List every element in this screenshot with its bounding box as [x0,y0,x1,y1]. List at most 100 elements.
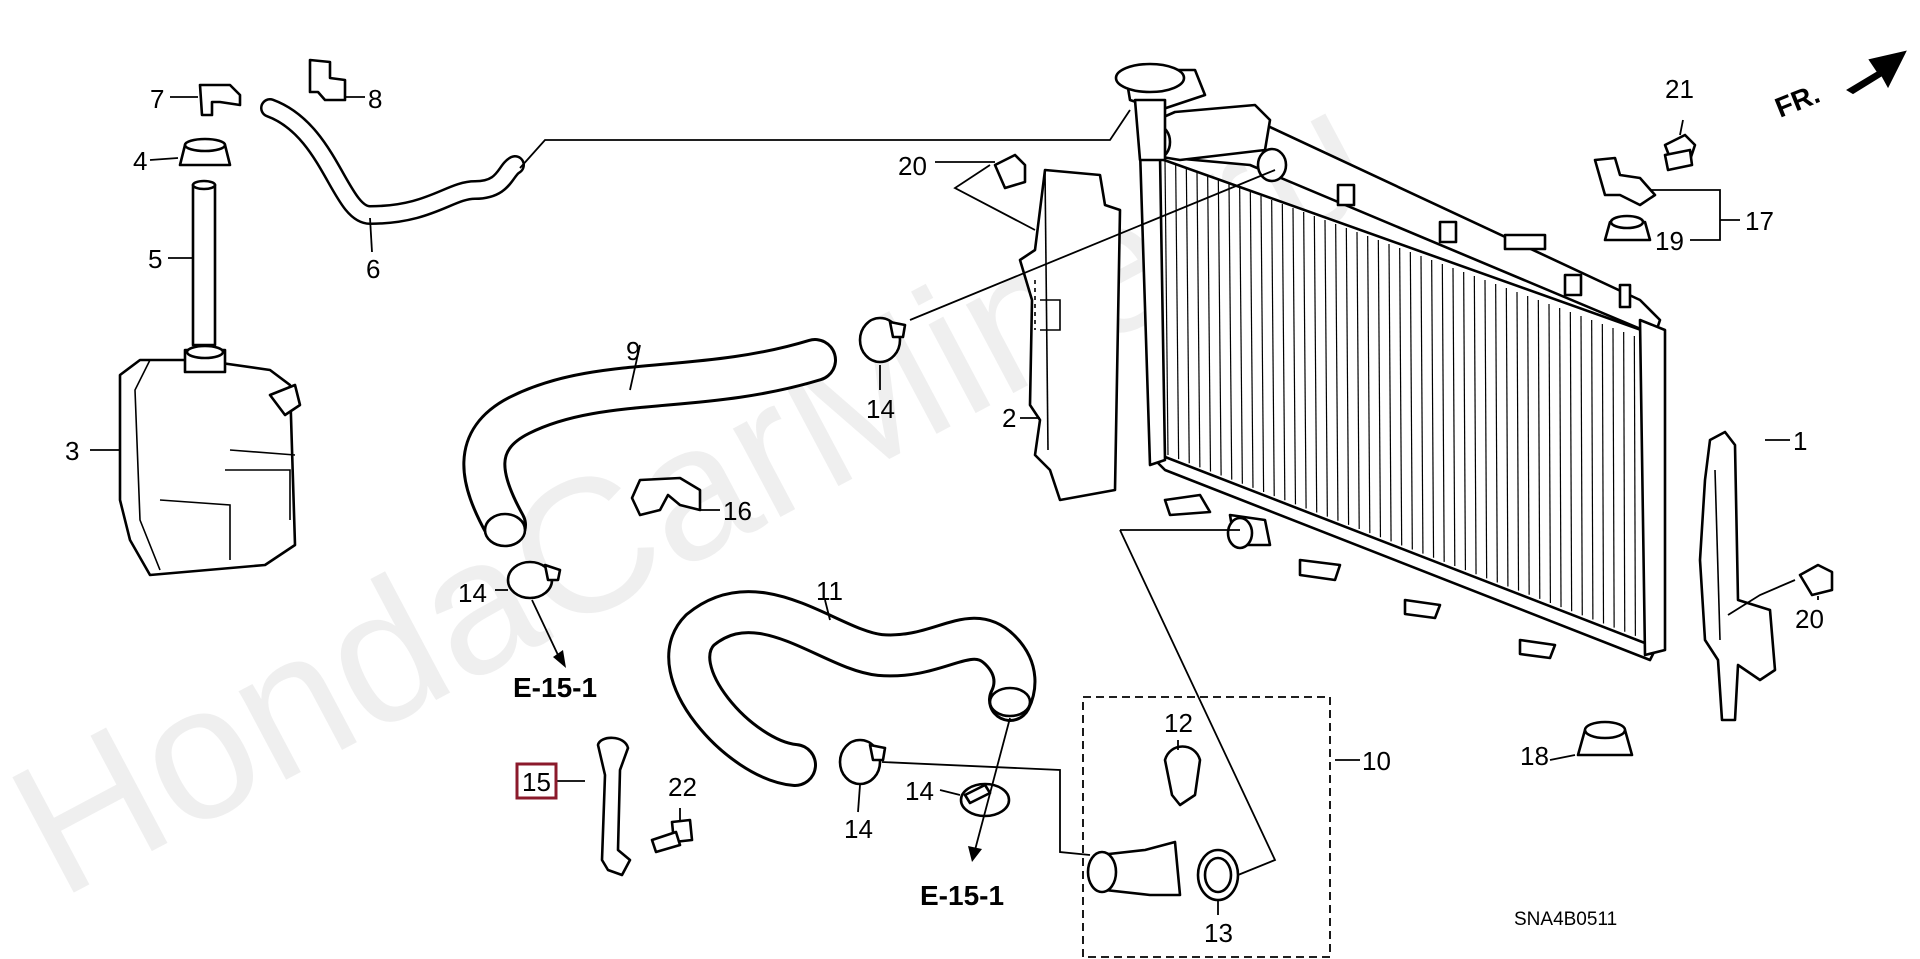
radiator-fin [1175,163,1180,460]
callout-9: 9 [626,336,640,366]
callout-16: 16 [723,496,752,526]
radiator-fin [1580,315,1583,616]
part-7-elbow[interactable] [198,83,242,117]
part-1-bracket[interactable] [1698,430,1777,722]
part-22-bolt[interactable] [650,818,694,854]
leader-lines [90,96,1819,915]
radiator-fin [1473,275,1477,575]
reference-label-right: E-15-1 [920,880,1004,911]
part-4-tank-cap[interactable] [178,137,232,167]
part-18-cushion[interactable] [1576,720,1634,757]
radiator-fin [1335,223,1339,521]
part-20-clip-a[interactable] [993,153,1027,190]
radiator-fin [1228,183,1233,480]
radiator-fin [1185,167,1190,464]
radiator-fin [1324,219,1328,517]
radiator-fin [1399,247,1403,546]
radiator-fin [1463,271,1467,571]
part-5-tube[interactable] [191,179,217,347]
radiator-fin [1303,211,1307,509]
callout-15: 15 [522,767,551,797]
radiator-fin [1281,203,1286,501]
reference-label-left: E-15-1 [513,672,597,703]
highlight-box-15 [515,762,558,800]
radiator-fin [1452,267,1456,567]
diagram-code: SNA4B0511 [1514,909,1617,930]
callout-8: 8 [368,84,382,114]
callout-12: 12 [1164,708,1193,738]
radiator-fin [1239,187,1243,484]
part-3-reservoir-tank[interactable] [118,344,302,577]
radiator-cap[interactable] [1114,62,1207,162]
part-10-group-box [1082,696,1331,958]
radiator-core[interactable] [1138,103,1667,662]
radiator-fin [1420,255,1424,554]
part-14-clamp-a[interactable] [506,560,562,600]
callout-20-a: 20 [898,151,927,181]
radiator-fin [1388,243,1392,542]
part-15-hose-holder[interactable] [596,736,632,877]
part-6-overflow-hose[interactable] [260,98,525,225]
callout-14-a: 14 [458,578,487,608]
callout-10: 10 [1362,746,1391,776]
radiator-fin [1633,335,1636,636]
part-21-bolt[interactable] [1663,133,1697,172]
part-11-lower-radiator-hose[interactable] [667,590,1037,787]
part-9-upper-radiator-hose[interactable] [462,338,837,548]
part-2-fan-shroud[interactable] [1018,168,1122,502]
callout-19: 19 [1655,226,1684,256]
radiator-fin [1249,191,1254,488]
radiator-fin [1367,235,1371,534]
radiator-fin [1537,299,1541,599]
part-14-clamp-b[interactable] [858,316,907,364]
callout-1: 1 [1793,426,1807,456]
radiator-fin [1623,331,1626,632]
part-19-cushion[interactable] [1603,214,1652,242]
radiator-fin [1548,303,1552,604]
part-13-o-ring[interactable] [1196,848,1240,902]
callout-14-d: 14 [905,776,934,806]
radiator-fin [1601,323,1605,624]
callout-4: 4 [133,146,147,176]
radiator-fin [1559,307,1562,608]
radiator-fin [1196,171,1201,468]
callout-20-b: 20 [1795,604,1824,634]
callout-14-c: 14 [844,814,873,844]
radiator-fin [1591,319,1594,620]
radiator-fin [1431,259,1435,558]
part-14-clamp-c[interactable] [838,738,887,786]
callout-11: 11 [816,576,843,606]
part-20-clip-b[interactable] [1798,563,1834,597]
part-8-clip[interactable] [308,58,347,102]
radiator-fin [1495,283,1498,583]
callout-22: 22 [668,772,697,802]
radiator-fin [1345,227,1350,525]
radiator-fin [1516,291,1520,591]
callout-7: 7 [150,84,164,114]
callout-3: 3 [65,436,79,466]
radiator-fin [1260,195,1265,493]
radiator-fin [1441,263,1445,562]
callout-17: 17 [1745,206,1774,236]
part-14-clamp-d[interactable] [959,782,1011,818]
callout-6: 6 [366,254,380,284]
radiator-fin [1505,287,1509,587]
radiator-fin [1217,179,1222,476]
part-16-hose-clip[interactable] [630,476,702,517]
radiator-fin [1377,239,1382,538]
radiator-fin [1409,251,1413,550]
radiator-fin [1207,175,1212,472]
part-12-thermostat-clip[interactable] [1163,745,1202,807]
radiator-fin [1292,207,1297,505]
radiator-fin [1313,215,1318,513]
part-17-bracket[interactable] [1593,156,1657,207]
radiator-fin [1612,327,1615,628]
radiator-fin [1527,295,1530,595]
callout-21: 21 [1665,74,1694,104]
callout-13: 13 [1204,918,1233,948]
callout-14-b: 14 [866,394,895,424]
part-10-water-outlet[interactable] [1086,840,1182,897]
front-label: FR. [1771,78,1824,124]
callout-5: 5 [148,244,162,274]
